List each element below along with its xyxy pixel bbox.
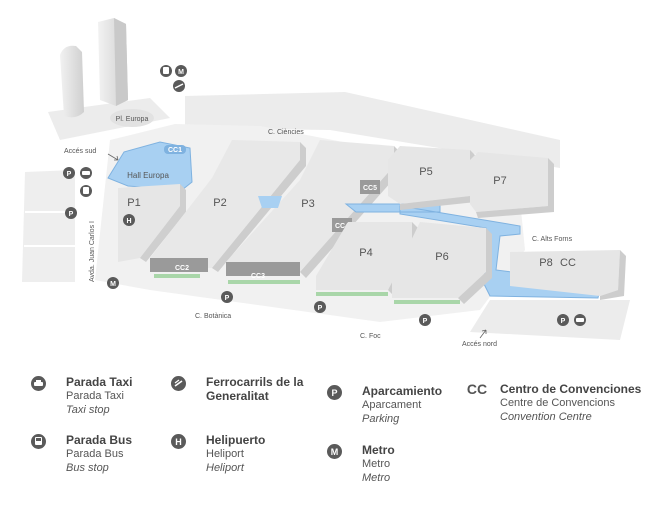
connector-p2-p3 xyxy=(258,196,282,208)
street-alts-forns: C. Alts Forns xyxy=(532,236,573,243)
street-juan-carlos: Avda. Juan Carlos I xyxy=(89,221,96,282)
legend-metro: M Metro Metro Metro xyxy=(327,443,395,485)
hall-p4-label: P4 xyxy=(359,247,372,259)
legend-taxi: Parada Taxi Parada Taxi Taxi stop xyxy=(31,375,132,417)
svg-text:M: M xyxy=(178,69,184,76)
hall-p1 xyxy=(118,184,186,262)
ground-ciencies xyxy=(185,92,560,168)
parking-pin: P xyxy=(65,207,77,219)
cc3-label: CC3 xyxy=(251,273,265,280)
hall-europa-label: Hall Europa xyxy=(127,171,169,180)
metro-pin: M xyxy=(175,65,187,77)
hall-p5 xyxy=(388,146,476,210)
svg-text:P: P xyxy=(69,211,74,218)
svg-text:P: P xyxy=(561,318,566,325)
legend-heliport-ca: Heliport xyxy=(206,448,244,460)
cc4-label: CC4 xyxy=(335,223,349,230)
legend-cc-en: Convention Centre xyxy=(500,411,592,423)
legend-convention-centre: CC Centro de Convenciones Centre de Conv… xyxy=(466,380,642,424)
hall-p2-label: P2 xyxy=(213,197,226,209)
heliport-pin: H xyxy=(123,214,135,226)
legend-bus-title: Parada Bus xyxy=(66,433,133,447)
svg-text:P: P xyxy=(67,171,72,178)
bus-icon xyxy=(31,434,46,449)
hall-p7 xyxy=(470,152,554,218)
parking-pin: P xyxy=(63,167,75,179)
street-ciencies: C. Ciències xyxy=(268,129,304,136)
ground-north-access xyxy=(470,300,630,340)
hall-p3 xyxy=(226,140,400,278)
legend-bus-ca: Parada Bus xyxy=(66,448,124,460)
hall-cc-label: CC xyxy=(560,257,576,269)
taxi-pin xyxy=(80,167,92,179)
hall-p6-label: P6 xyxy=(435,251,448,263)
venue-map: Pl. Europa Hall Europa CC1 P1 P2 CC2 P3 … xyxy=(22,18,630,348)
legend-taxi-ca: Parada Taxi xyxy=(66,390,124,402)
cc1-label: CC1 xyxy=(168,147,182,154)
parking-icon: P xyxy=(327,385,342,400)
parking-pin: P xyxy=(314,301,326,313)
hall-p8-label: P8 xyxy=(539,257,552,269)
hall-p7-label: P7 xyxy=(493,175,506,187)
access-south: Accés sud xyxy=(64,148,96,155)
legend-parking: P Aparcamiento Aparcament Parking xyxy=(327,384,442,426)
heliport-icon: H xyxy=(171,434,186,449)
svg-text:P: P xyxy=(423,318,428,325)
legend-metro-en: Metro xyxy=(362,472,391,484)
legend-cc-title: Centro de Convenciones xyxy=(500,382,642,396)
legend-fgc: Ferrocarrils de la Generalitat xyxy=(171,375,311,403)
plaza-europa-label: Pl. Europa xyxy=(116,116,149,123)
train-pin xyxy=(173,80,185,92)
train-icon xyxy=(171,376,186,391)
ground-left xyxy=(22,170,75,282)
legend-heliport: H Helipuerto Heliport Heliport xyxy=(171,433,265,475)
parking-pin: P xyxy=(419,314,431,326)
metro-icon: M xyxy=(327,444,342,459)
legend-heliport-en: Heliport xyxy=(206,462,244,474)
legend-heliport-title: Helipuerto xyxy=(206,433,266,447)
legend-bus: Parada Bus Parada Bus Bus stop xyxy=(31,433,132,475)
svg-text:M: M xyxy=(110,281,116,288)
legend: Parada Taxi Parada Taxi Taxi stop Parada… xyxy=(0,375,663,525)
street-foc: C. Foc xyxy=(360,333,381,340)
hall-p5-label: P5 xyxy=(419,166,432,178)
legend-bus-en: Bus stop xyxy=(66,462,109,474)
hall-p6 xyxy=(392,222,492,304)
legend-metro-title: Metro xyxy=(362,443,395,457)
taxi-icon xyxy=(31,376,46,391)
legend-cc-ca: Centre de Convencions xyxy=(500,397,615,409)
street-botanica: C. Botànica xyxy=(195,313,231,320)
parking-pin: P xyxy=(221,291,233,303)
convention-centre-icon: CC xyxy=(466,380,488,397)
bus-pin xyxy=(160,65,172,77)
svg-text:H: H xyxy=(126,218,131,225)
legend-metro-ca: Metro xyxy=(362,458,391,470)
hall-p8-cc xyxy=(510,250,626,300)
towers xyxy=(60,18,128,118)
parking-pin: P xyxy=(557,314,569,326)
cc2-label: CC2 xyxy=(175,265,189,272)
svg-text:P: P xyxy=(225,295,230,302)
legend-parking-ca: Aparcament xyxy=(362,399,422,411)
hall-p1-label: P1 xyxy=(127,197,140,209)
legend-parking-title: Aparcamiento xyxy=(362,384,443,398)
plaza-europa xyxy=(110,109,154,127)
hall-p2 xyxy=(150,140,306,272)
legend-fgc-title: Ferrocarrils de la Generalitat xyxy=(206,375,304,403)
legend-taxi-en: Taxi stop xyxy=(66,404,110,416)
metro-pin: M xyxy=(107,277,119,289)
access-north: Accés nord xyxy=(462,341,497,348)
legend-parking-en: Parking xyxy=(362,413,400,425)
bus-pin xyxy=(80,185,92,197)
cc5-label: CC5 xyxy=(363,185,377,192)
taxi-pin xyxy=(574,314,586,326)
hall-p3-label: P3 xyxy=(301,198,314,210)
svg-text:P: P xyxy=(318,305,323,312)
legend-taxi-title: Parada Taxi xyxy=(66,375,133,389)
